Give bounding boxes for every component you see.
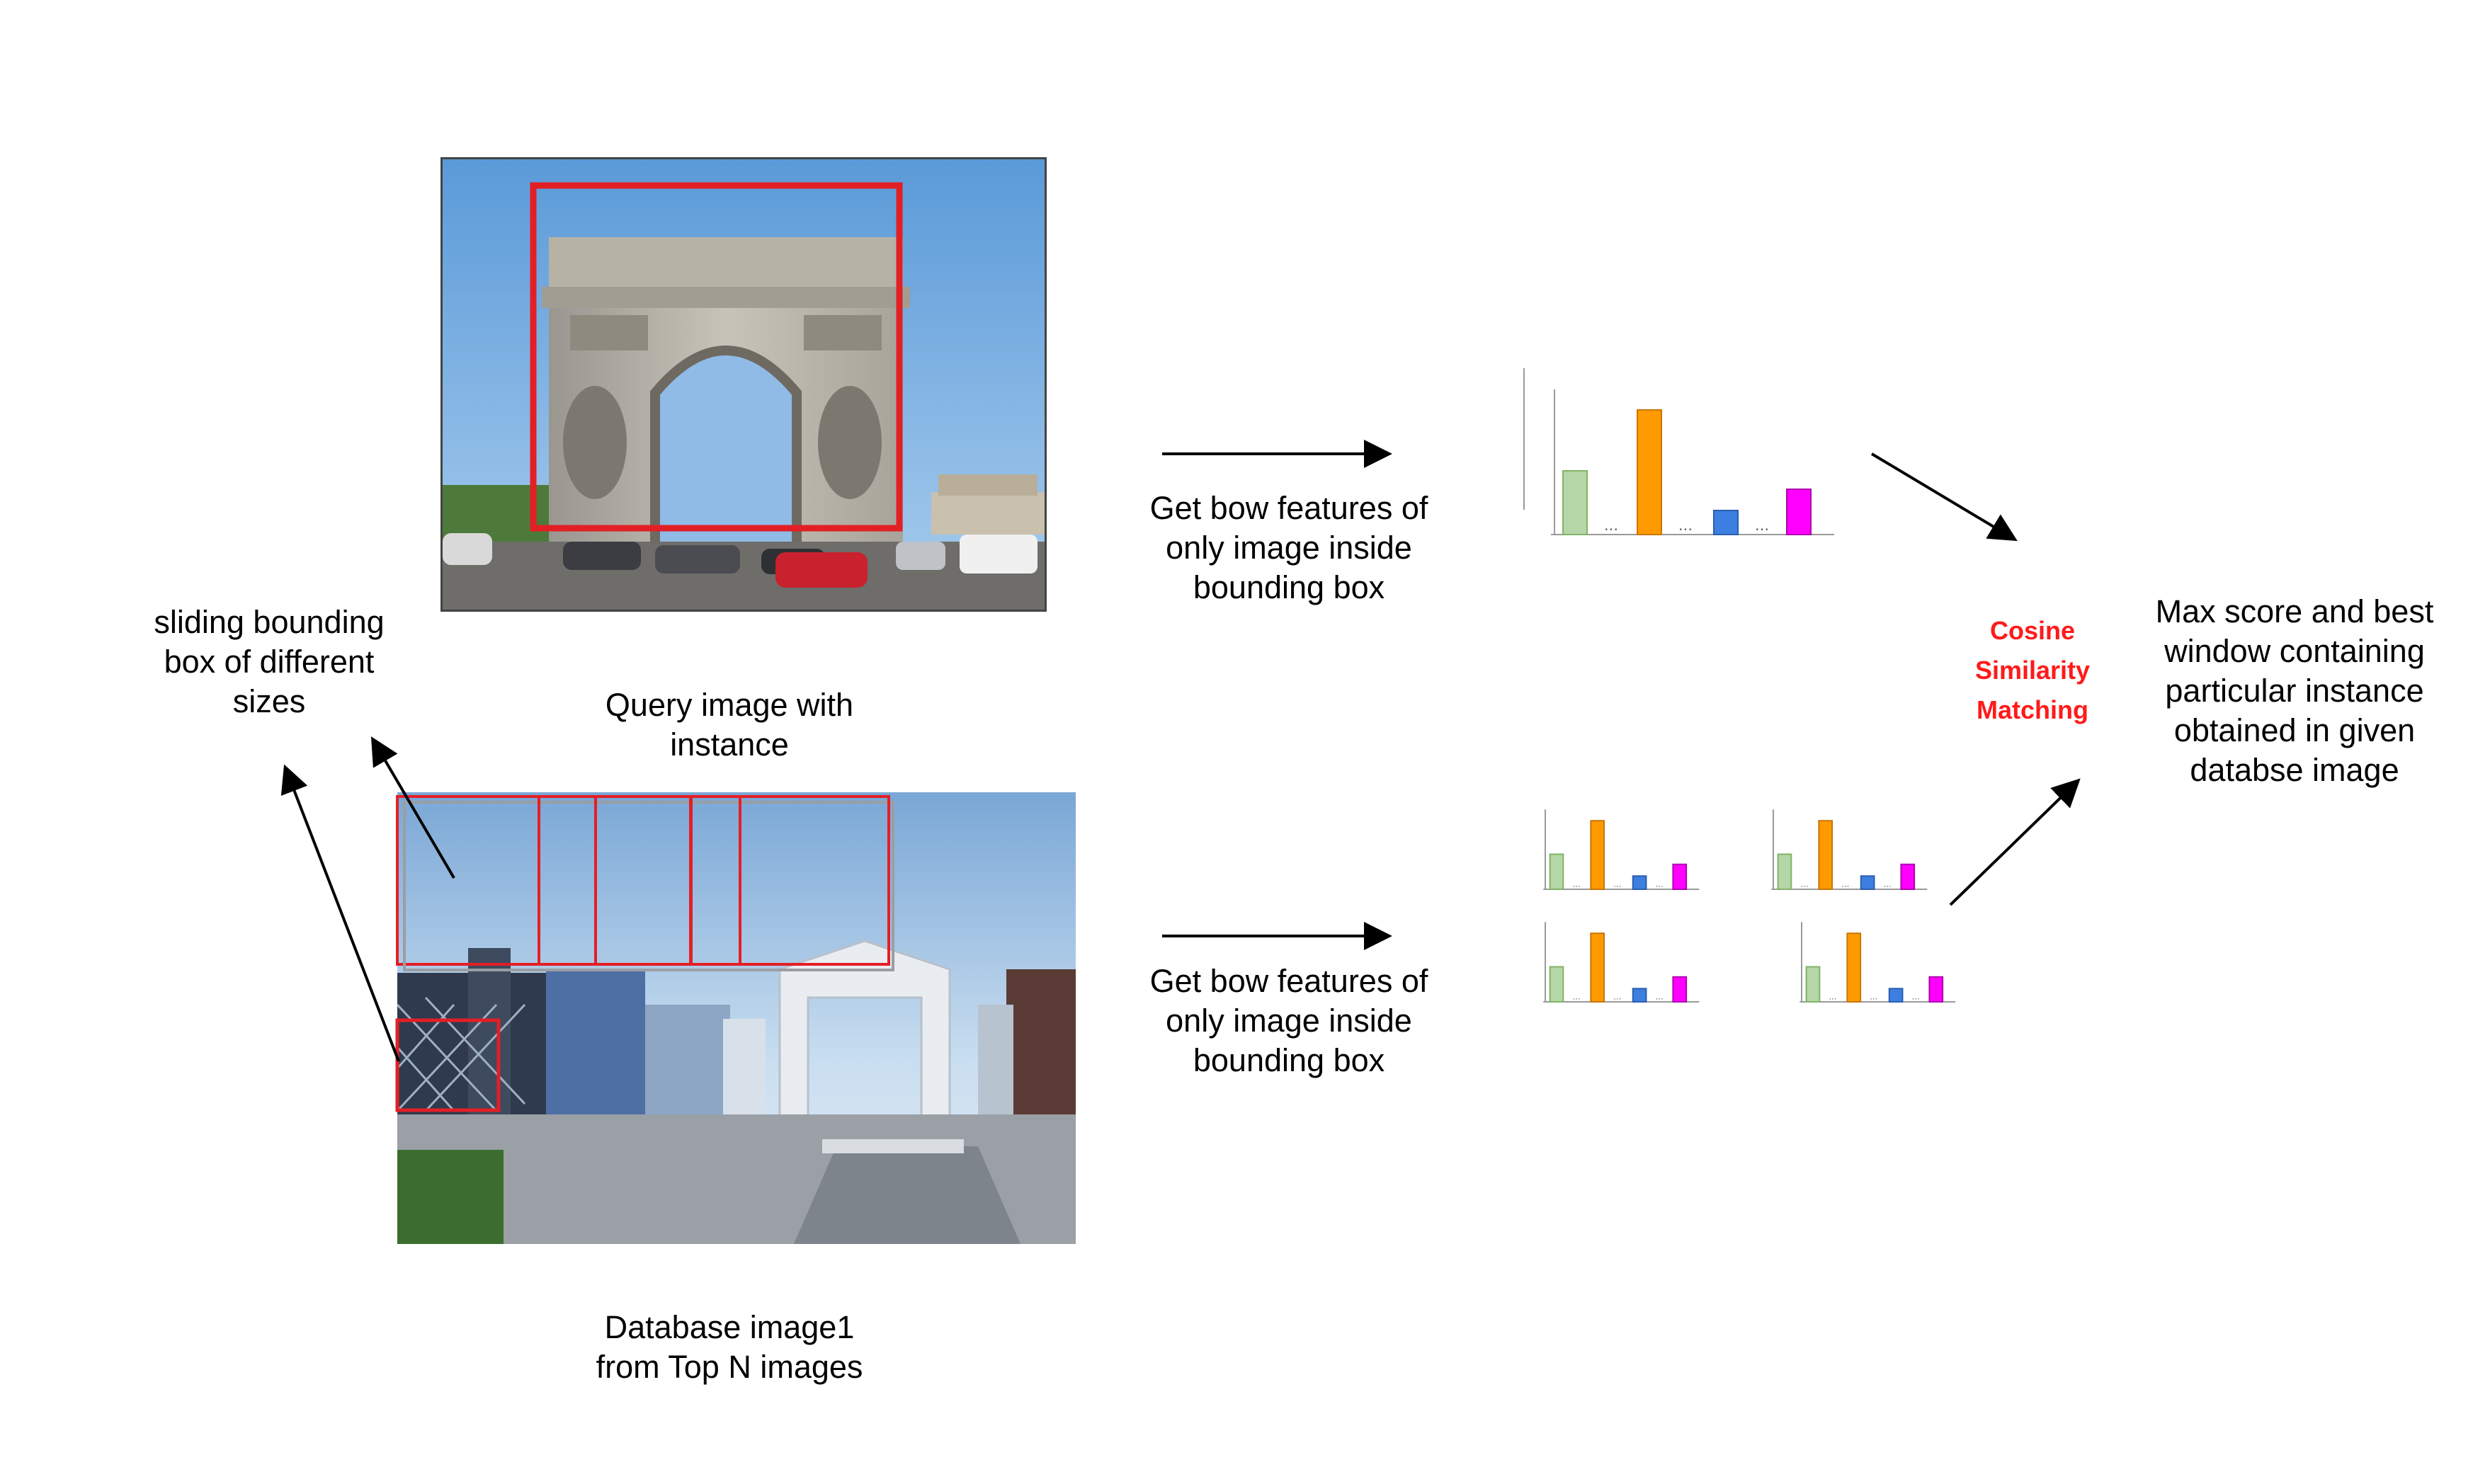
label-line: sliding bounding	[154, 604, 385, 640]
histogram-ellipsis: ...	[1755, 515, 1769, 535]
label-line: databse image	[2190, 752, 2399, 788]
histogram-bar	[1928, 976, 1944, 1003]
sliding-window	[739, 795, 890, 966]
histogram-bar	[1549, 853, 1564, 890]
histogram-bar	[1632, 875, 1647, 891]
label-line: Max score and best	[2155, 593, 2434, 629]
sliding-box-label: sliding bounding box of different sizes	[113, 603, 425, 721]
histogram-window-1: .........	[1543, 809, 1700, 891]
histogram-bar	[1590, 820, 1605, 890]
histogram-ellipsis: ...	[1613, 879, 1621, 889]
histogram-ellipsis: ...	[1870, 991, 1877, 1002]
sliding-window	[689, 795, 741, 966]
label-line: from Top N images	[596, 1349, 863, 1385]
histogram-bar	[1672, 863, 1688, 891]
label-line: bounding box	[1193, 569, 1385, 605]
histogram-ellipsis: ...	[1613, 991, 1621, 1002]
label-line: sizes	[232, 683, 306, 719]
bow-features-top-label: Get bow features of only image inside bo…	[1105, 489, 1473, 607]
histogram-window-2: .........	[1771, 809, 1928, 891]
histogram-bar	[1818, 820, 1834, 890]
query-bounding-box	[530, 182, 903, 532]
label-line: Get bow features of	[1149, 963, 1428, 999]
histogram-window-4: .........	[1800, 922, 1956, 1003]
histogram-bar	[1562, 470, 1588, 535]
sliding-window	[538, 795, 597, 966]
result-label: Max score and best window containing par…	[2132, 592, 2457, 790]
query-image-illustration	[443, 159, 1045, 610]
histograms: ........................................…	[1523, 368, 1956, 1003]
histogram-bar	[1549, 966, 1564, 1003]
histogram-bar	[1900, 863, 1916, 891]
label-line: Matching	[1977, 695, 2088, 724]
cosine-similarity-label: Cosine Similarity Matching	[1898, 611, 2167, 730]
histogram-bar	[1846, 932, 1862, 1003]
histogram-bar	[1860, 875, 1875, 891]
sliding-window	[594, 795, 693, 966]
database-image	[397, 792, 1076, 1244]
arrow-top-hist-to-cosine	[1870, 452, 2018, 542]
histogram-ellipsis: ...	[1604, 515, 1618, 535]
database-image-illustration	[397, 792, 1076, 1244]
histogram-bar	[1777, 853, 1792, 890]
label-line: particular instance	[2165, 673, 2424, 709]
label-line: only image inside	[1166, 530, 1412, 566]
histogram-ellipsis: ...	[1801, 879, 1809, 889]
sliding-window	[403, 801, 894, 971]
histogram-ellipsis: ...	[1884, 879, 1892, 889]
query-caption: Query image with instance	[552, 685, 906, 765]
histogram-bar	[1590, 932, 1605, 1003]
label-line: Get bow features of	[1149, 490, 1428, 526]
sliding-window	[395, 1018, 501, 1112]
histogram-ellipsis: ...	[1573, 991, 1581, 1002]
label-line: Query image with	[605, 687, 854, 723]
histogram-ellipsis: ...	[1829, 991, 1837, 1002]
histogram-ellipsis: ...	[1656, 879, 1664, 889]
label-line: box of different	[164, 644, 375, 680]
query-image	[440, 157, 1047, 612]
bow-features-bottom-label: Get bow features of only image inside bo…	[1105, 961, 1473, 1080]
histogram-bar	[1805, 966, 1821, 1003]
histogram-window-3: .........	[1543, 922, 1700, 1003]
arrow-bottom-hist-to-cosine	[1949, 778, 2081, 906]
database-caption: Database image1 from Top N images	[552, 1308, 906, 1387]
histogram-ellipsis: ...	[1573, 879, 1581, 889]
label-line: obtained in given	[2173, 712, 2416, 748]
label-line: window containing	[2164, 633, 2425, 669]
label-line: instance	[670, 726, 789, 763]
histogram-ellipsis: ...	[1912, 991, 1920, 1002]
sliding-window	[396, 795, 890, 966]
histogram-bar	[1632, 988, 1647, 1003]
label-line: Cosine	[1989, 616, 2076, 645]
histogram-bar	[1637, 409, 1662, 535]
histogram-bar	[1672, 976, 1688, 1003]
histogram-bar	[1888, 988, 1904, 1003]
histogram-ellipsis: ...	[1841, 879, 1849, 889]
label-line: only image inside	[1166, 1003, 1412, 1039]
histogram-bar	[1786, 489, 1812, 535]
histogram-bar	[1713, 510, 1739, 535]
arrow-sliding-lower	[280, 764, 400, 1062]
sliding-windows	[395, 795, 894, 1112]
histogram-ellipsis: ...	[1656, 991, 1664, 1002]
label-line: Database image1	[604, 1309, 855, 1345]
label-line: bounding box	[1193, 1042, 1385, 1078]
histogram-ellipsis: ...	[1678, 515, 1693, 535]
arrow-sliding-upper	[370, 736, 455, 879]
label-line: Similarity	[1974, 656, 2091, 685]
histogram-query: .........	[1523, 368, 1834, 535]
